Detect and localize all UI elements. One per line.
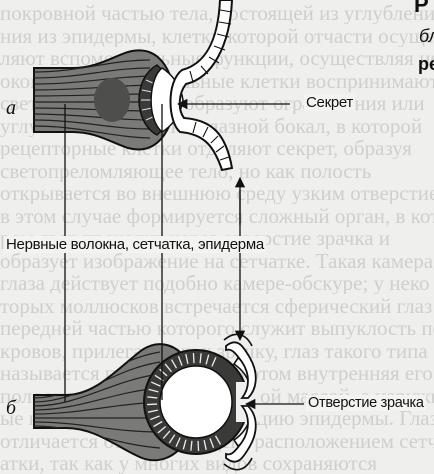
retina-rod [198, 441, 199, 451]
eye-stage-b [34, 334, 260, 469]
epidermis-a [171, 0, 233, 170]
label-nerve-retina-epidermis: Нервные волокна, сетчатка, эпидерма [4, 236, 266, 253]
stage-letter-a: а [6, 97, 16, 120]
label-secret: Секрет [304, 94, 355, 111]
vitreous-b [160, 366, 232, 438]
retina-rod [193, 353, 194, 363]
eye-stage-a [34, 0, 232, 170]
retina-rod [147, 404, 157, 405]
stage-letter-b: б [6, 397, 16, 420]
label-pupil-opening: Отверстие зрачка [306, 395, 426, 411]
